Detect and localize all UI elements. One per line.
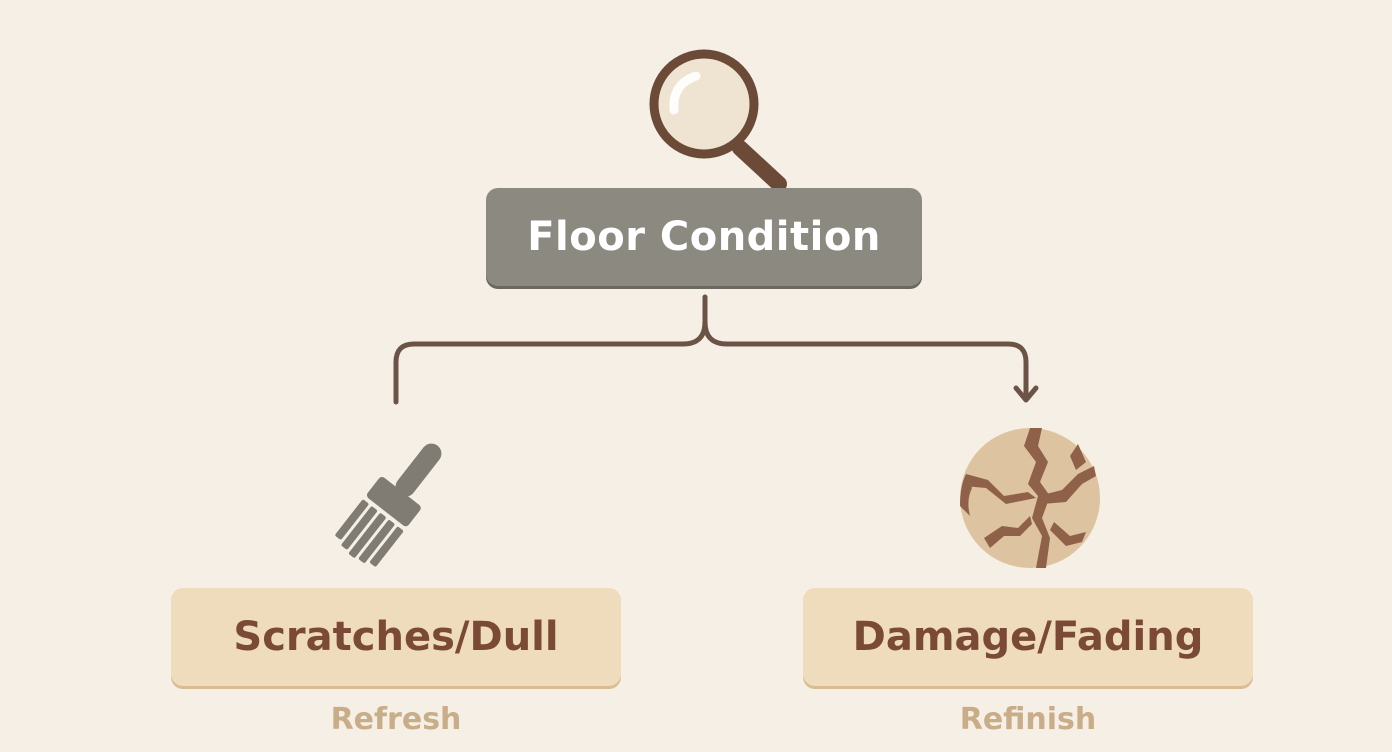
- branch-node-scratches-dull: Scratches/Dull: [171, 588, 621, 686]
- branch-caption-refresh: Refresh: [330, 702, 462, 737]
- root-node-floor-condition: Floor Condition: [486, 188, 922, 286]
- arrow-head-icon: [1013, 385, 1039, 403]
- branch-node-label: Damage/Fading: [852, 614, 1204, 660]
- root-node-label: Floor Condition: [527, 214, 881, 260]
- branch-node-label: Scratches/Dull: [233, 614, 559, 660]
- paintbrush-icon: [335, 443, 442, 567]
- cracked-wood-icon: [960, 428, 1100, 568]
- branch-node-damage-fading: Damage/Fading: [803, 588, 1253, 686]
- connector-left: [393, 319, 708, 405]
- magnifying-glass-icon: [649, 49, 787, 192]
- branch-caption-refinish: Refinish: [959, 702, 1097, 737]
- connector-right: [702, 294, 1029, 401]
